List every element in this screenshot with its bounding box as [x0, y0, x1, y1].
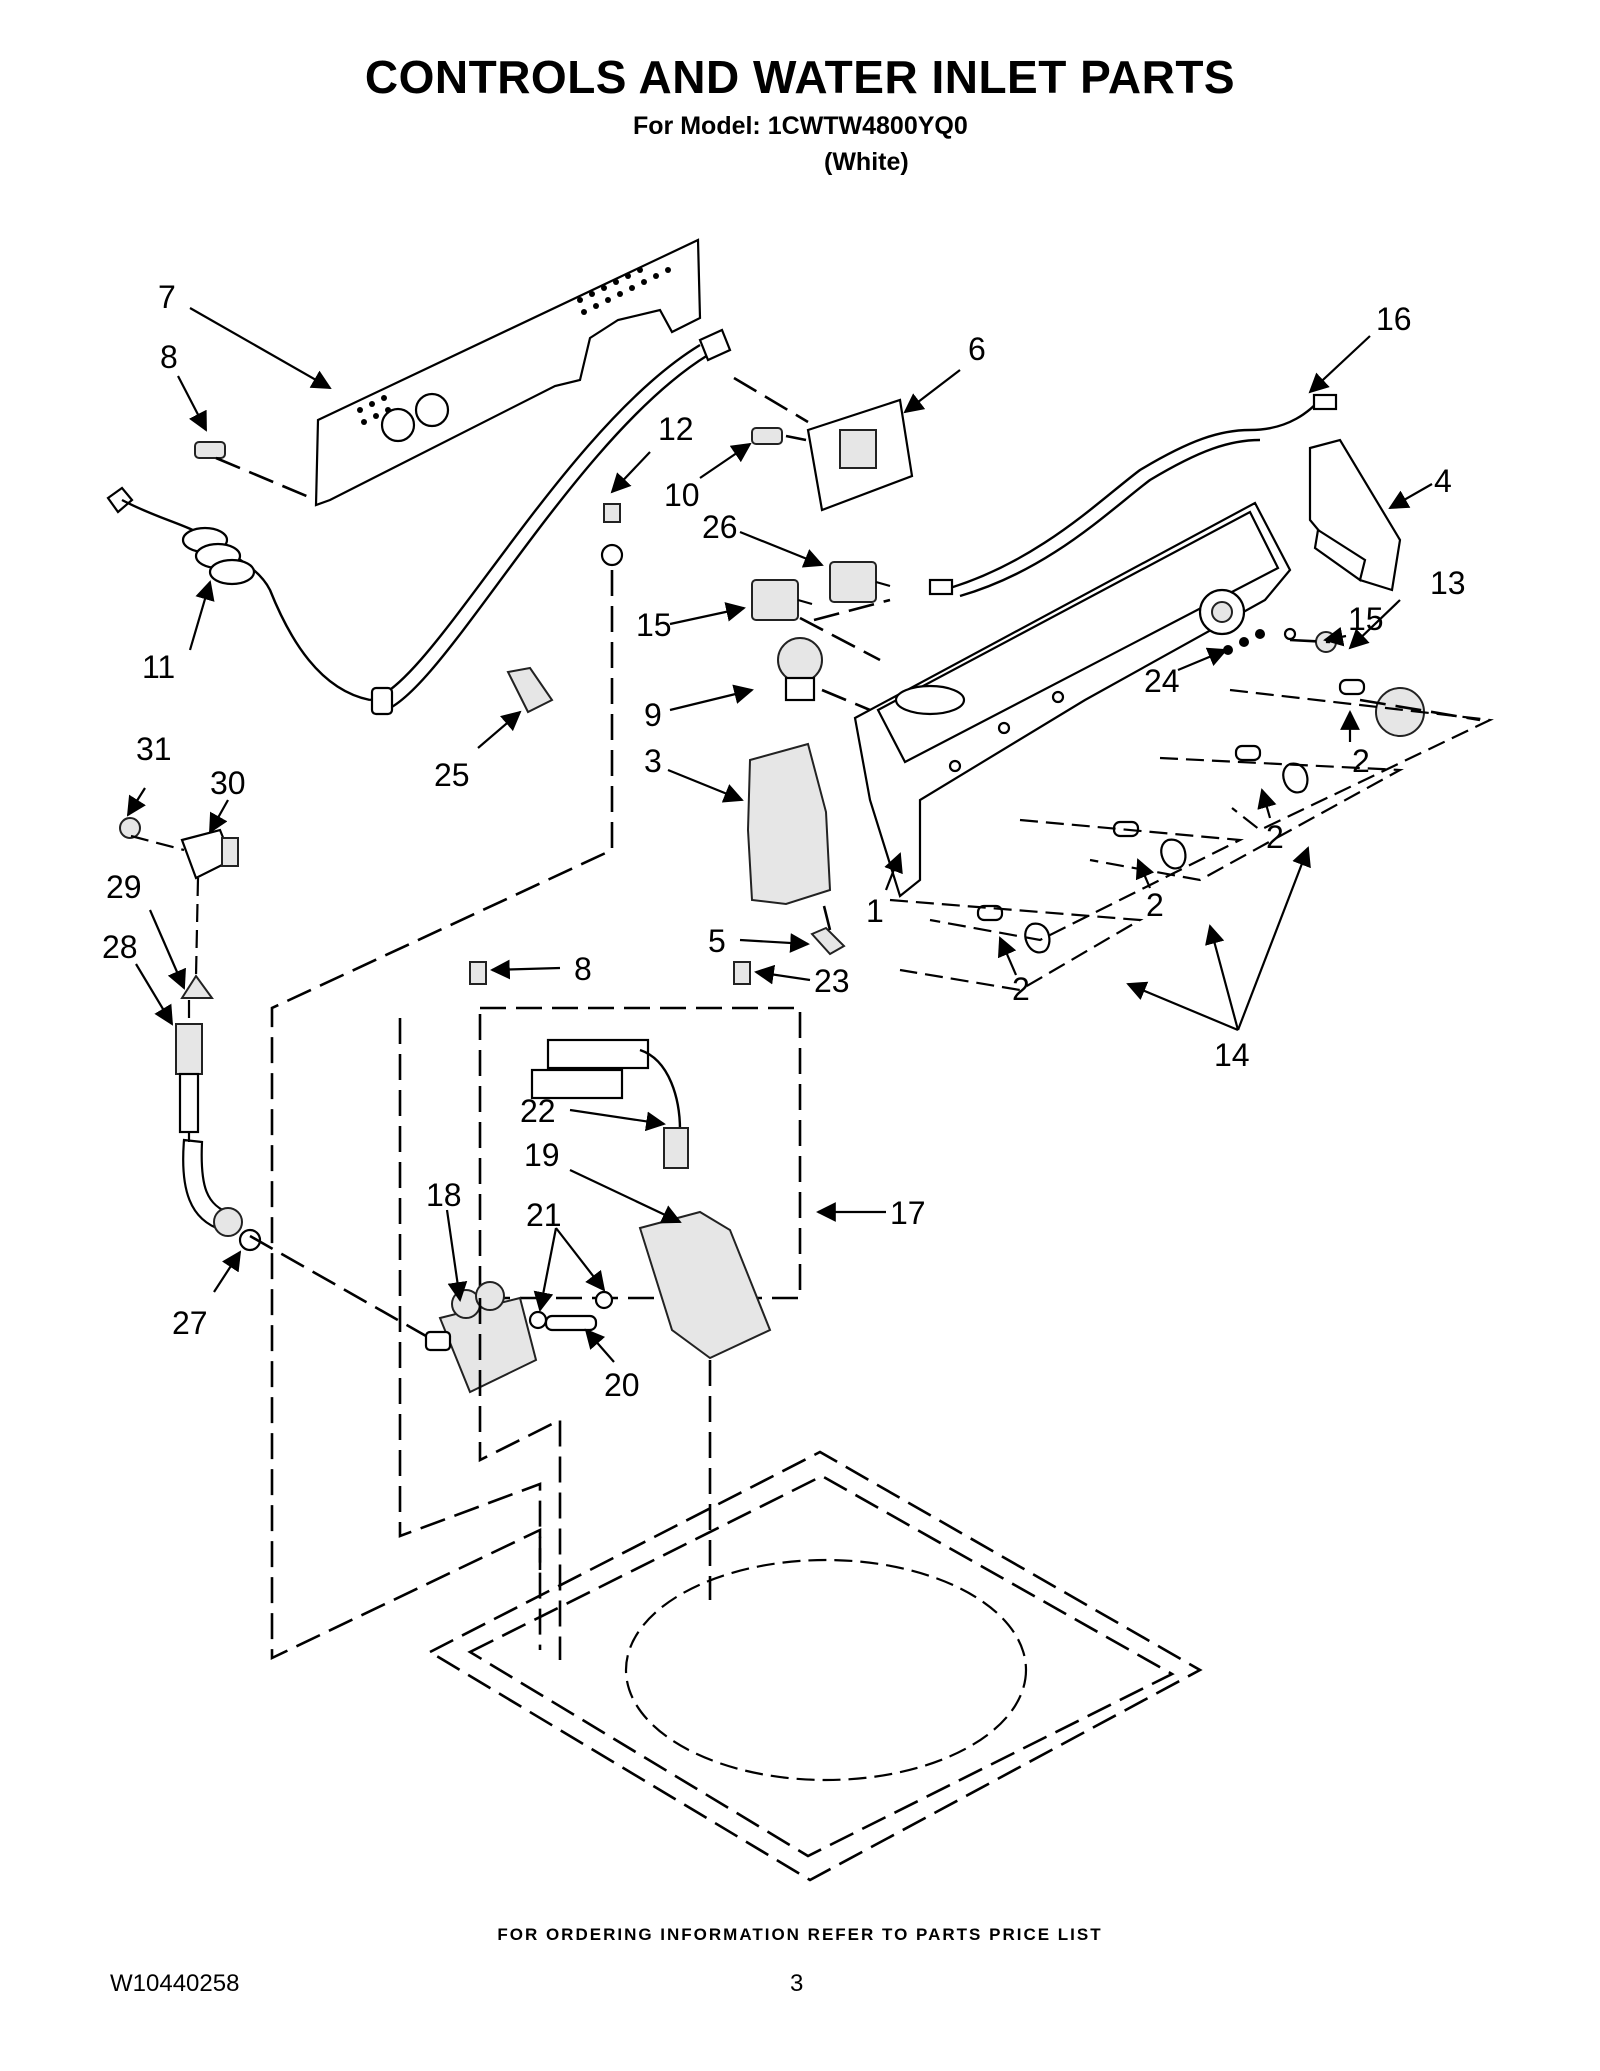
- screw-10: [751, 427, 783, 445]
- cover-part-3: [746, 742, 832, 906]
- callout-19: 19: [524, 1137, 560, 1173]
- callout-13: 13: [1430, 565, 1466, 601]
- callout-2-d: 2: [1012, 971, 1030, 1007]
- rear-panel-part: [314, 238, 702, 507]
- callout-10: 10: [664, 477, 700, 513]
- end-cap-part: [1308, 438, 1402, 592]
- callout-9: 9: [644, 697, 662, 733]
- control-board-part: [806, 398, 914, 512]
- model-number: For Model: 1CWTW4800YQ0: [633, 112, 968, 140]
- callout-21: 21: [526, 1197, 562, 1233]
- indicator-24: [1223, 629, 1265, 655]
- switch-15: [751, 579, 813, 621]
- pressure-switch-part: [777, 637, 823, 702]
- document-number: W10440258: [110, 1970, 240, 1997]
- screw-12: [600, 503, 624, 567]
- callout-31: 31: [136, 731, 172, 767]
- screw-8-top: [194, 441, 226, 459]
- callout-18: 18: [426, 1177, 462, 1213]
- callout-26: 26: [702, 509, 738, 545]
- leader-lines: [126, 307, 1433, 1363]
- power-cord-part: [106, 328, 732, 716]
- callout-29: 29: [106, 869, 142, 905]
- callout-2-a: 2: [1352, 743, 1370, 779]
- callout-23: 23: [814, 963, 850, 999]
- callout-14: 14: [1214, 1037, 1250, 1073]
- clip-5: [810, 926, 846, 956]
- callout-27: 27: [172, 1305, 208, 1341]
- callout-1: 1: [866, 893, 884, 929]
- callout-15-left: 15: [636, 607, 672, 643]
- callout-24: 24: [1144, 663, 1180, 699]
- callout-3: 3: [644, 743, 662, 779]
- callout-15-right: 15: [1348, 601, 1384, 637]
- page-title: CONTROLS AND WATER INLET PARTS: [364, 51, 1236, 103]
- screw-23: [733, 961, 751, 985]
- callout-17: 17: [890, 1195, 926, 1231]
- ordering-note: FOR ORDERING INFORMATION REFER TO PARTS …: [497, 1925, 1103, 1944]
- harness-22: [530, 1038, 689, 1169]
- callout-2-c: 2: [1146, 887, 1164, 923]
- knob-2-c: [976, 904, 1051, 954]
- switch-26: [829, 561, 891, 603]
- callout-30: 30: [210, 765, 246, 801]
- clamps-21: [528, 1290, 614, 1330]
- callout-2-b: 2: [1266, 819, 1284, 855]
- callout-20: 20: [604, 1367, 640, 1403]
- model-color: (White): [824, 148, 909, 176]
- callout-12: 12: [658, 411, 694, 447]
- callout-8-top: 8: [160, 339, 178, 375]
- clip-25: [506, 666, 554, 714]
- knob-13: [1338, 678, 1425, 737]
- callout-5: 5: [708, 923, 726, 959]
- callout-22: 22: [520, 1093, 556, 1129]
- callout-4: 4: [1434, 463, 1452, 499]
- page-number: 3: [790, 1970, 804, 1997]
- callout-28: 28: [102, 929, 138, 965]
- assembly-lines: [130, 376, 1481, 1661]
- callout-6: 6: [968, 331, 986, 367]
- callout-16: 16: [1376, 301, 1412, 337]
- top-frame-dashed: [427, 1450, 1203, 1882]
- callout-25: 25: [434, 757, 470, 793]
- knob-2-a: [1234, 744, 1309, 794]
- callout-7: 7: [158, 279, 176, 315]
- dispenser-19: [638, 1210, 772, 1360]
- harness-part: [928, 393, 1338, 598]
- callout-8-bottom: 8: [574, 951, 592, 987]
- valve-bracket-17: [478, 1006, 802, 1300]
- callouts: 7 8 6 16 12 10 4 26 13 15 15 11 24 9 2 3…: [102, 279, 1466, 1403]
- tube-20: [544, 1314, 598, 1332]
- callout-11: 11: [142, 649, 175, 685]
- screw-8-bottom: [469, 961, 487, 985]
- console-part: [853, 501, 1297, 898]
